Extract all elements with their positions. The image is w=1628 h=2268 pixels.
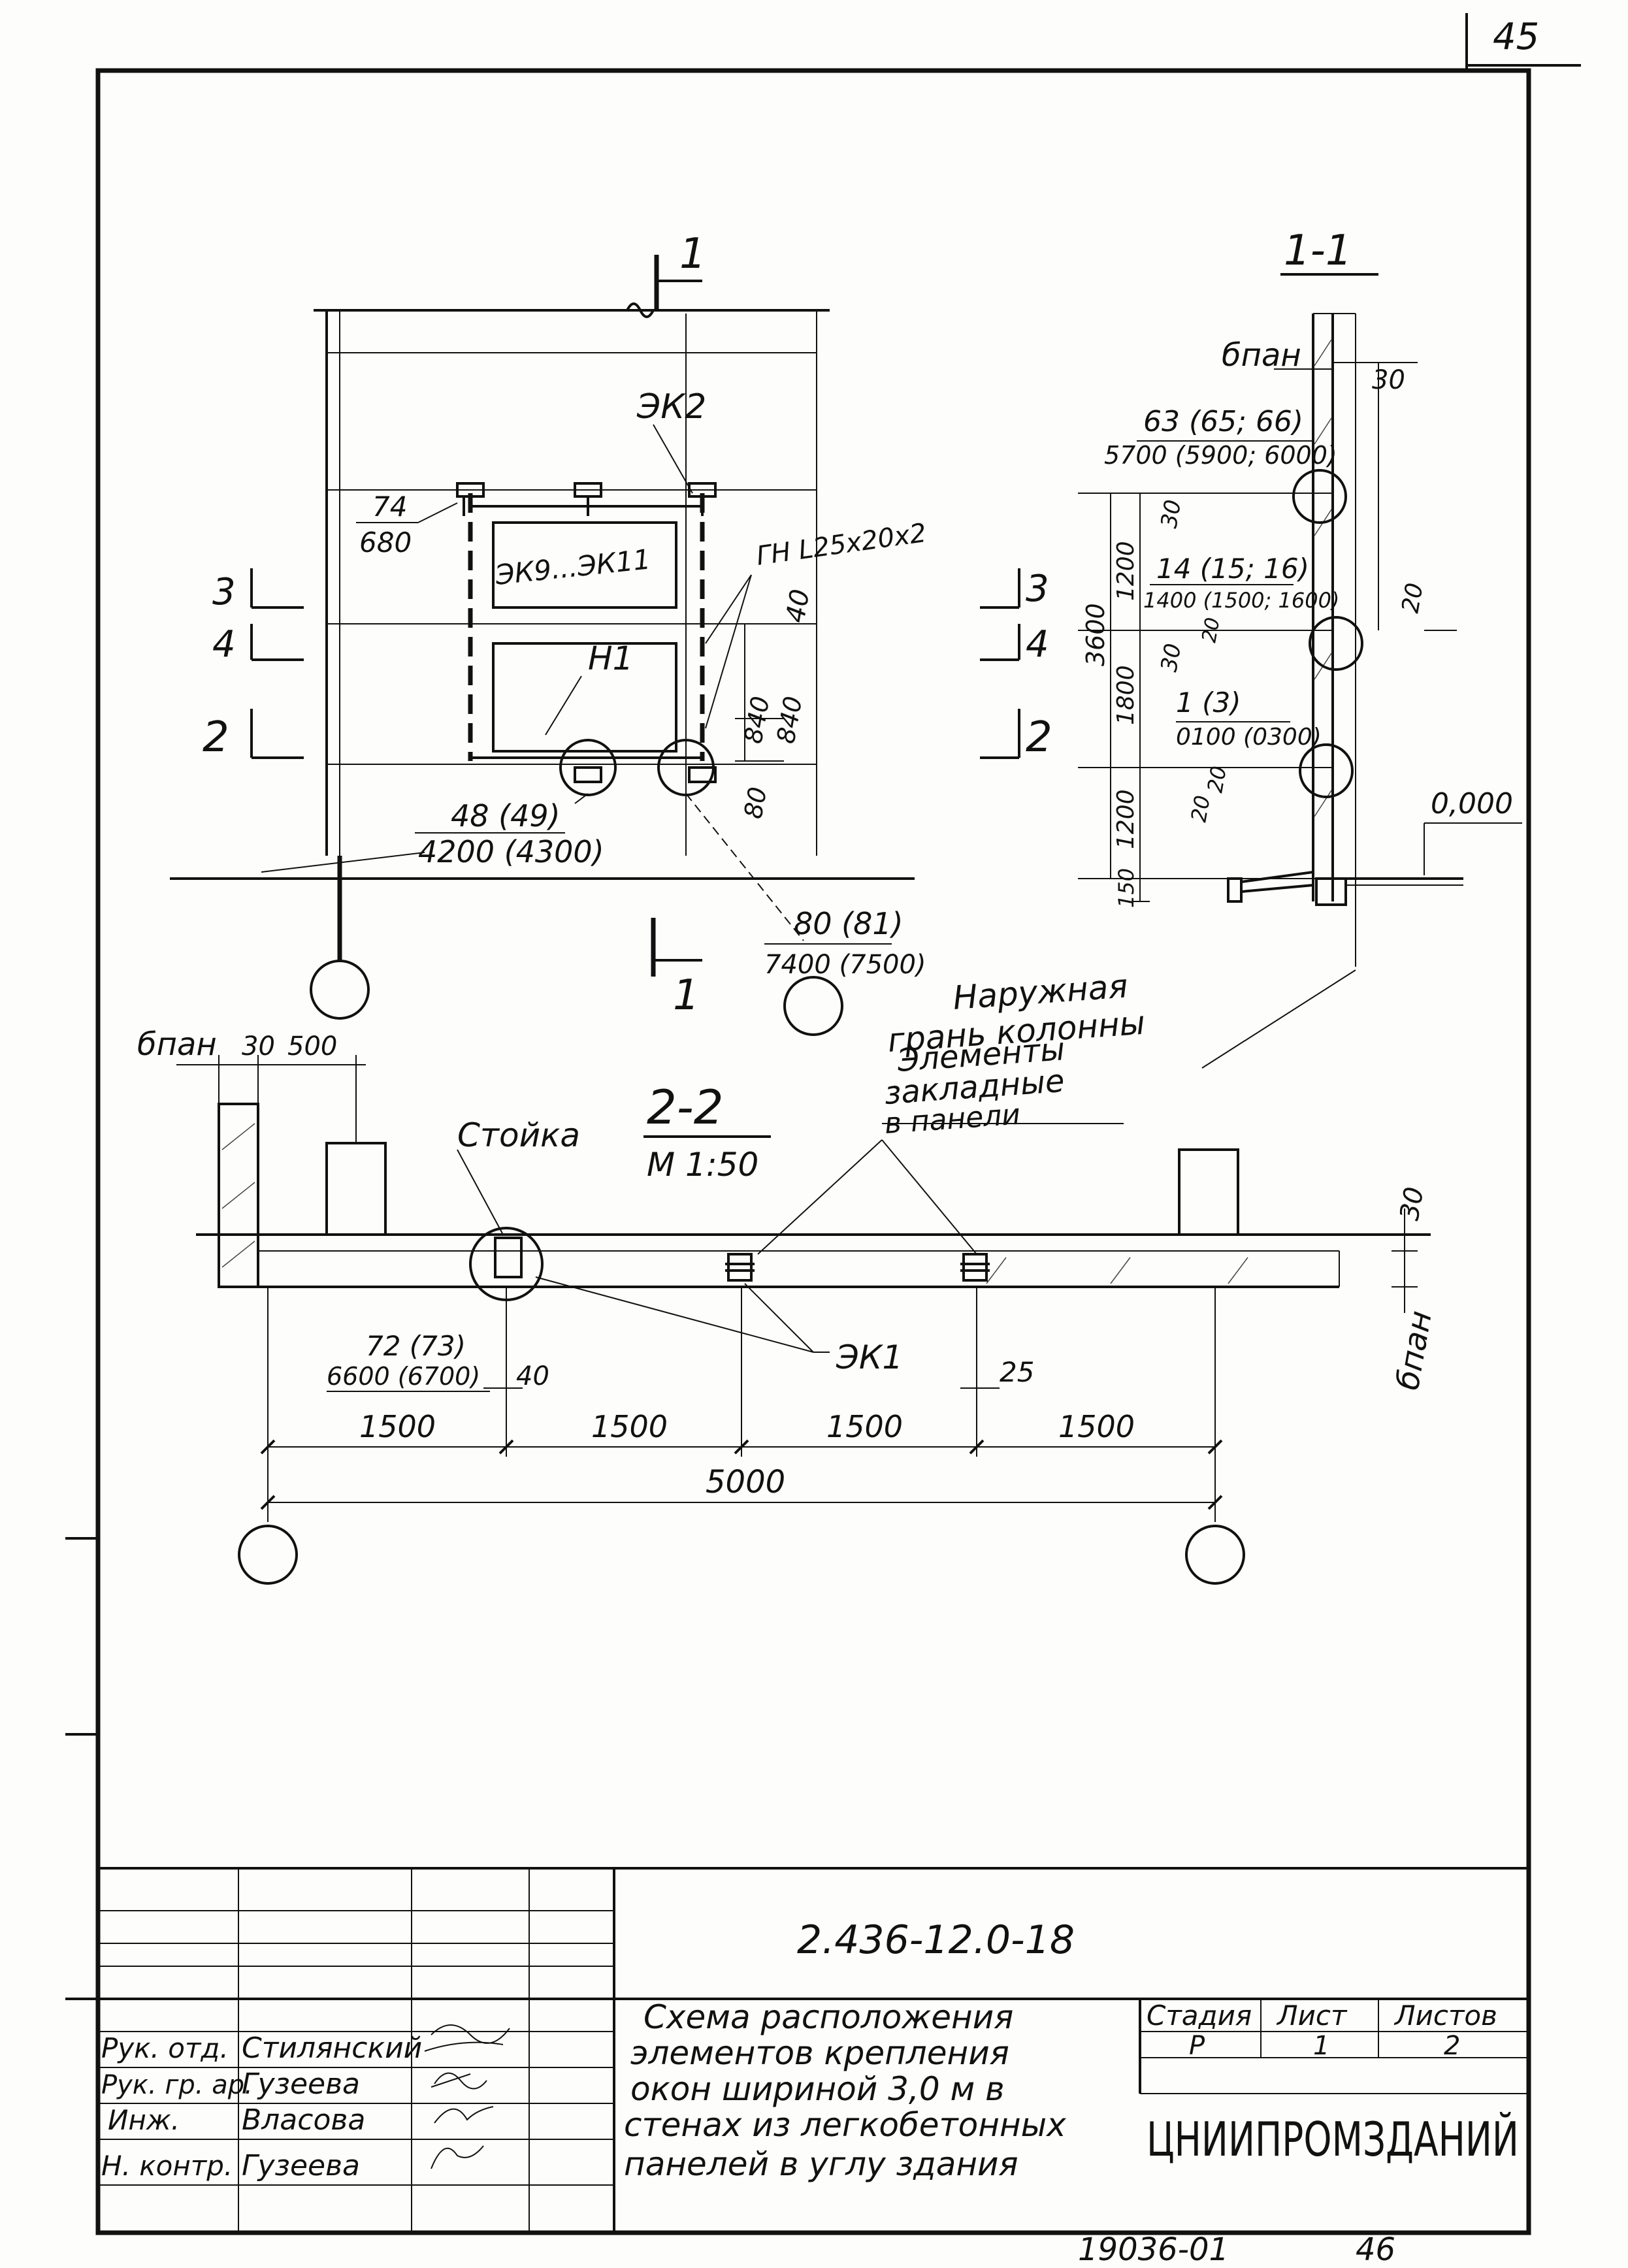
dim-40: 40 <box>781 587 816 625</box>
sec-4-left: 4 <box>212 623 236 666</box>
plan-view <box>170 255 1020 1036</box>
name-1: Стилянский <box>242 2032 422 2065</box>
dim-1500-2: 1500 <box>591 1409 668 1444</box>
document-code: 2.436-12.0-18 <box>797 1917 1075 1963</box>
dim-20c: 20 <box>1186 794 1214 824</box>
mark-48-49: 48 (49) <box>451 798 561 834</box>
label-stoika: Стойка <box>457 1116 580 1154</box>
label-gn: ГН L25х20х2 <box>755 518 928 572</box>
label-ek9-ek11: ЭК9...ЭК11 <box>493 543 652 591</box>
label-bpan-1-1: бпан <box>1222 337 1301 374</box>
sec-2-right: 2 <box>1026 713 1052 762</box>
mark-6600-6700: 6600 (6700) <box>327 1362 480 1391</box>
mark-14: 14 (15; 16) <box>1156 553 1309 585</box>
dim-20-right: 20 <box>1397 581 1428 615</box>
dim-1500-3: 1500 <box>826 1409 903 1444</box>
section-1-1 <box>1078 273 1522 1069</box>
title-block <box>98 1867 1529 2233</box>
dim-30-right: 30 <box>1395 1185 1430 1223</box>
mark-63: 63 (65; 66) <box>1143 405 1303 438</box>
label-bpan-right: бпан <box>1390 1308 1439 1393</box>
mark-1400: 1400 (1500; 1600) <box>1143 588 1339 613</box>
bottom-page-number: 46 <box>1356 2231 1395 2268</box>
stage-value: Р <box>1189 2031 1205 2061</box>
name-3: Власова <box>242 2103 365 2137</box>
description-line-3: окон шириной 3,0 м в <box>630 2070 1005 2108</box>
description-line-4: стенах из легкобетонных <box>624 2106 1066 2144</box>
stage-header: Стадия <box>1147 2000 1252 2032</box>
mark-74: 74 <box>372 491 407 523</box>
dim-30b: 30 <box>1156 641 1186 674</box>
mark-72-73: 72 (73) <box>366 1330 466 1362</box>
dim-1200-top: 1200 <box>1113 541 1139 601</box>
dim-1500-1: 1500 <box>359 1409 436 1444</box>
mark-1-3: 1 (3) <box>1176 687 1241 719</box>
dim-20a: 20 <box>1197 616 1224 645</box>
sheets-value: 2 <box>1444 2031 1460 2061</box>
mark-0100: 0100 (0300) <box>1176 724 1322 751</box>
sheet-frame <box>65 13 1581 2235</box>
dim-25: 25 <box>1000 1356 1034 1388</box>
mark-5700: 5700 (5900; 6000) <box>1104 441 1337 470</box>
dim-30-left: 30 <box>242 1031 275 1061</box>
archive-number: 19036-01 <box>1078 2231 1229 2268</box>
sec-3-right: 3 <box>1026 568 1049 610</box>
page-number: 45 <box>1493 16 1539 58</box>
dim-3600: 3600 <box>1081 603 1110 666</box>
dim-500: 500 <box>287 1031 337 1061</box>
mark-80-81: 80 (81) <box>794 906 904 941</box>
name-2: Гузеева <box>242 2067 360 2101</box>
sec-4-right: 4 <box>1026 623 1049 666</box>
description-line-2: элементов крепления <box>630 2034 1009 2072</box>
description-line-5: панелей в углу здания <box>624 2145 1018 2183</box>
section-2-2 <box>176 1055 1431 1585</box>
label-h1: Н1 <box>588 640 633 677</box>
section-1-1-title: 1-1 <box>1284 227 1352 275</box>
mark-680: 680 <box>359 526 412 559</box>
organization: ЦНИИПРОМЗДАНИЙ <box>1147 2112 1519 2167</box>
mark-7400-7500: 7400 (7500) <box>764 950 926 980</box>
sec-3-left: 3 <box>212 571 236 613</box>
dim-30-1-1: 30 <box>1372 365 1405 395</box>
label-bpan-left: бпан <box>137 1026 217 1063</box>
role-2: Рук. гр. ар. <box>101 2070 253 2100</box>
mark-4200-4300: 4200 (4300) <box>418 834 604 869</box>
label-ek1: ЭК1 <box>836 1338 903 1376</box>
dim-840b: 840 <box>772 694 808 745</box>
section-2-2-scale: М 1:50 <box>647 1146 758 1184</box>
dim-840a: 840 <box>739 694 775 745</box>
name-4: Гузеева <box>242 2149 360 2182</box>
level-0000: 0,000 <box>1431 787 1513 820</box>
dim-1200-bottom: 1200 <box>1113 789 1139 849</box>
dim-80: 80 <box>739 785 773 820</box>
section-2-2-title: 2-2 <box>647 1080 724 1135</box>
role-3: Инж. <box>108 2104 180 2136</box>
section-mark-1-bottom: 1 <box>673 971 700 1020</box>
sheet-value: 1 <box>1313 2031 1329 2061</box>
sheet-header: Лист <box>1276 2000 1348 2032</box>
dim-40-2-2: 40 <box>516 1361 549 1391</box>
role-1: Рук. отд. <box>101 2032 229 2064</box>
dim-20b: 20 <box>1202 764 1231 795</box>
sec-2-left: 2 <box>203 713 229 762</box>
dim-1500-4: 1500 <box>1058 1409 1135 1444</box>
dim-5000: 5000 <box>706 1464 785 1500</box>
dim-1800: 1800 <box>1113 665 1139 725</box>
description-line-1: Схема расположения <box>643 1998 1013 2036</box>
dim-30a: 30 <box>1156 498 1186 530</box>
role-4: Н. контр. <box>101 2150 233 2182</box>
label-ek2: ЭК2 <box>636 387 706 427</box>
dim-150: 150 <box>1114 868 1139 908</box>
sheets-header: Листов <box>1393 2000 1497 2032</box>
section-mark-1-top: 1 <box>679 230 706 278</box>
